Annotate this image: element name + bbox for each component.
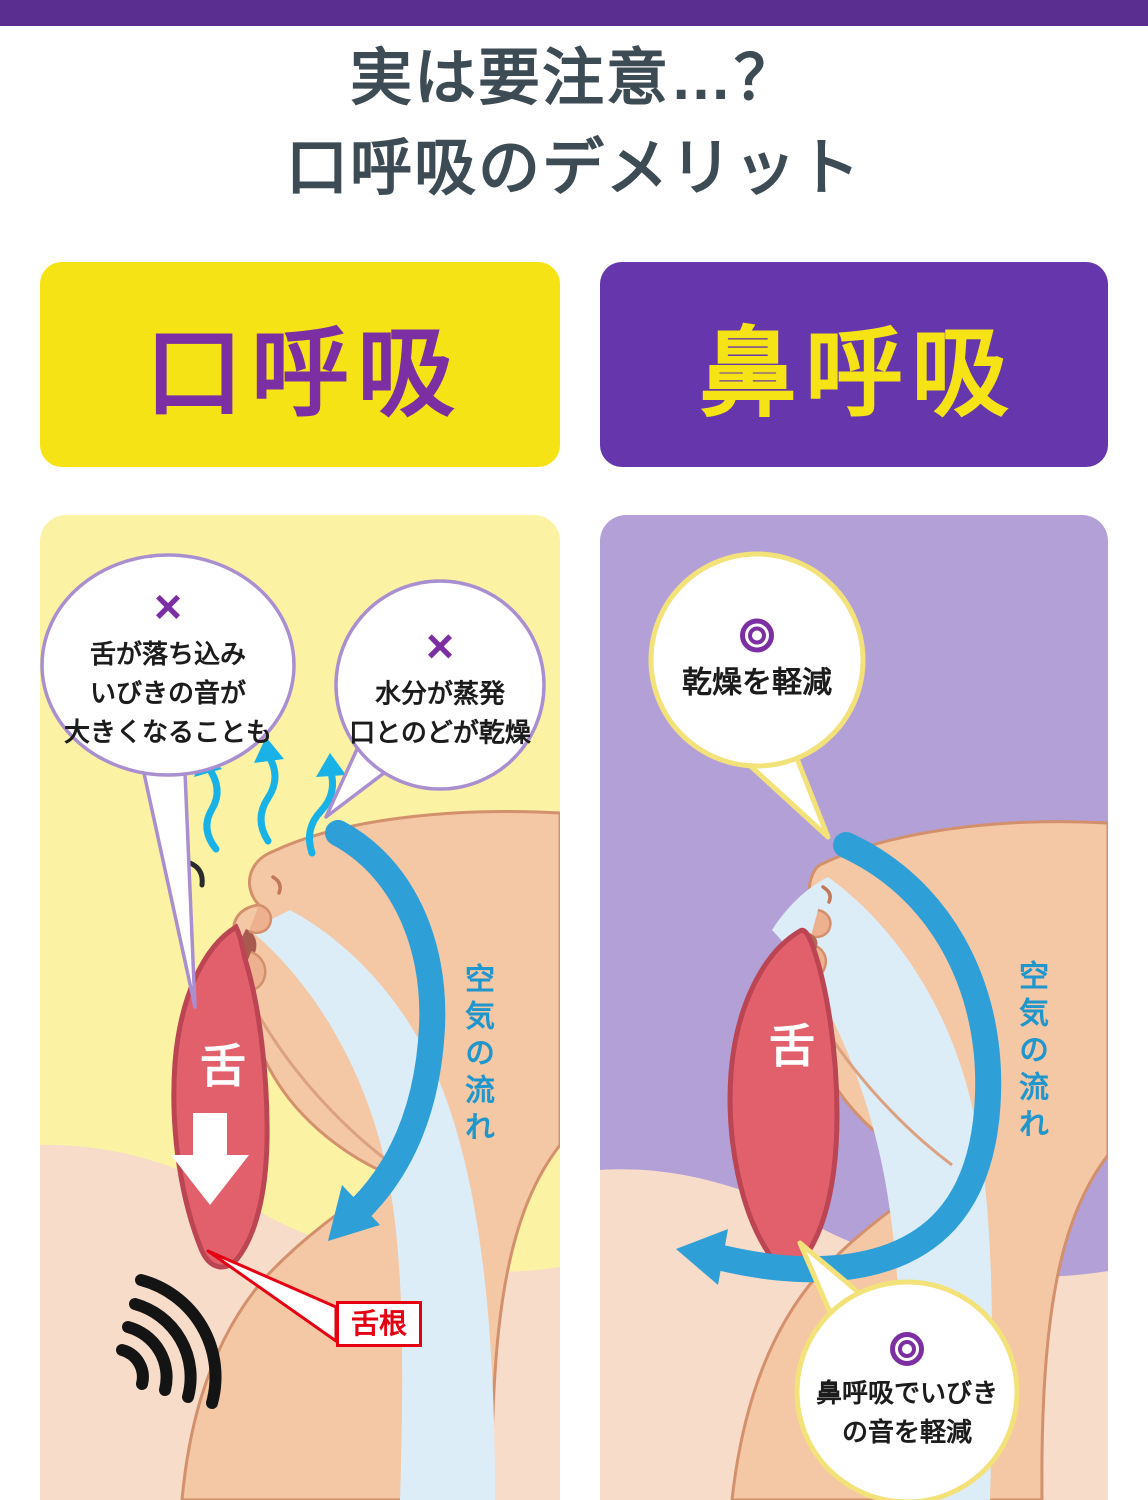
page-title: 実は要注意…？ 口呼吸のデメリット: [0, 34, 1148, 214]
bubble-tongue-snore: × 舌が落ち込み いびきの音が 大きくなることも: [63, 581, 273, 752]
bubble-line: いびきの音が: [89, 677, 247, 708]
bubble-line: 口とのどが乾燥: [349, 717, 531, 748]
mouth-breathing-header-label: 口呼吸: [144, 317, 463, 428]
evaporation-arrows-icon: [203, 751, 336, 857]
tongue-label: 舌: [200, 1040, 246, 1092]
cross-icon: ×: [425, 620, 455, 674]
tongue-root-label: 舌根: [336, 1301, 423, 1347]
speech-bubble: [648, 551, 866, 769]
bubble-line: 舌が落ち込み: [89, 638, 247, 669]
top-accent-bar: [0, 0, 1148, 26]
nostril-line: [271, 875, 282, 895]
mouth-breathing-panel: × 舌が落ち込み いびきの音が 大きくなることも × 水分が蒸発 口とのどが乾燥…: [40, 515, 560, 1500]
bubble-less-snore: 鼻呼吸でいびき の音を軽減: [816, 1332, 998, 1452]
airway-shape: [250, 910, 495, 1500]
speech-bubble: [334, 579, 546, 791]
upper-lip: [248, 903, 273, 934]
speech-bubble: [40, 553, 296, 777]
bubble-line: 鼻呼吸でいびき: [815, 1378, 999, 1408]
bubble-line: の音を軽減: [841, 1417, 973, 1447]
upper-lip: [810, 908, 832, 939]
airflow-arrow: [325, 820, 446, 1241]
airflow-arrow: [676, 832, 1002, 1285]
bubble-dryness: × 水分が蒸発 口とのどが乾燥: [349, 620, 531, 753]
bubble-line: 乾燥を軽減: [682, 666, 832, 700]
nostril-line: [821, 885, 832, 904]
double-circle-icon: [889, 1332, 924, 1366]
double-circle-icon: [740, 618, 774, 653]
bubble-less-dry: 乾燥を軽減: [682, 618, 832, 706]
bubble-tail: [138, 747, 197, 1009]
down-arrow-icon: [171, 1113, 249, 1205]
cross-icon: ×: [153, 581, 183, 635]
nose-breathing-header: 鼻呼吸: [600, 262, 1108, 467]
nose-panel-illustration: [600, 551, 1108, 1500]
mouth-panel-illustration: [40, 553, 560, 1500]
page-title-line2: 口呼吸のデメリット: [285, 133, 862, 203]
tongue-label: 舌: [769, 1020, 815, 1072]
bubble-line: 大きくなることも: [63, 716, 273, 747]
nose-breathing-panel: 乾燥を軽減 鼻呼吸でいびき の音を軽減 舌 空気の流れ: [600, 515, 1108, 1500]
sound-waves-icon: [116, 1274, 222, 1409]
page-title-line1: 実は要注意…？: [349, 44, 798, 113]
nose-breathing-header-label: 鼻呼吸: [698, 317, 1017, 428]
jaw-line: [252, 1006, 397, 1169]
speech-bubble: [794, 1279, 1020, 1500]
bubble-line: 水分が蒸発: [374, 678, 505, 709]
airflow-label: 空気の流れ: [1014, 960, 1047, 1145]
airflow-label: 空気の流れ: [460, 963, 493, 1148]
mouth-breathing-header: 口呼吸: [40, 262, 560, 467]
